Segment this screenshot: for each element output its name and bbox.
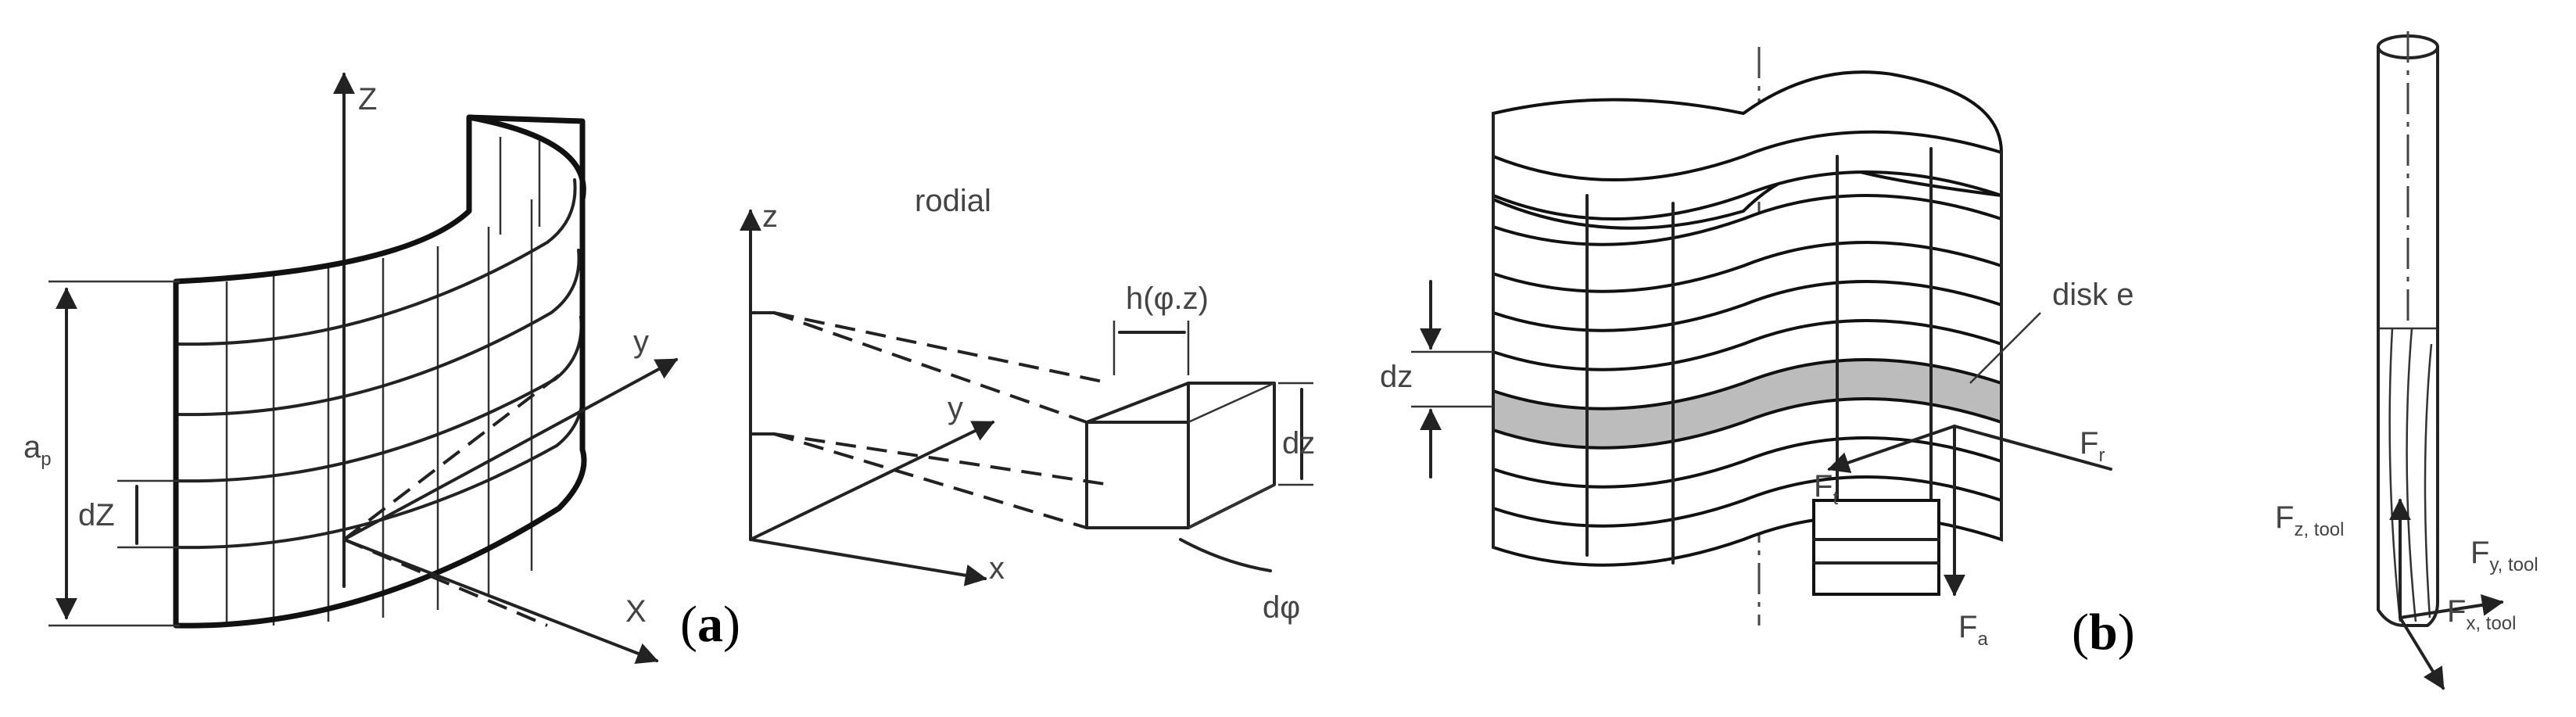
x-axis-label: X — [625, 594, 647, 629]
shell-grid-horizontal — [174, 178, 585, 550]
end-mill-tool: Fz, tool Fy, tool Fx, tool — [2275, 31, 2538, 690]
z-axis-label: Z — [358, 82, 377, 117]
force-a-label: Fa — [1958, 610, 1988, 650]
caption-b: (b) — [2072, 604, 2135, 661]
caption-a: (a) — [680, 596, 740, 653]
force-r-line — [1953, 425, 2112, 471]
disk-layers — [1492, 70, 2003, 567]
tool-fx-label: Fx, tool — [2447, 594, 2516, 634]
tool-fy-arrow — [2399, 593, 2504, 619]
y-axis — [342, 358, 679, 541]
shell-grid-vertical — [225, 199, 533, 626]
disk-stack: dz disk e Fr Ft Fa — [1380, 47, 2134, 650]
force-r-label: Fr — [2080, 426, 2105, 466]
h-label: h(φ.z) — [1126, 281, 1209, 316]
element-diagram: z x y rodial h(φ.z) dz — [740, 184, 1315, 625]
dphi-arc — [1179, 538, 1272, 572]
z-axis-element-label: z — [762, 199, 778, 234]
ap-label: ap — [23, 430, 52, 470]
disk-label: disk e — [2052, 278, 2134, 312]
dphi-label: dφ — [1263, 590, 1300, 625]
force-t-arrow — [1827, 425, 1956, 474]
tool-fy-label: Fy, tool — [2470, 536, 2538, 575]
x-axis — [342, 538, 659, 664]
force-t-label: Ft — [1814, 469, 1838, 509]
shell-diagram: Z y X — [23, 72, 679, 664]
y-axis-label: y — [633, 324, 649, 359]
dz-label-shell: dZ — [78, 498, 115, 532]
x-axis-element — [749, 538, 987, 586]
radial-label: rodial — [915, 184, 991, 218]
tool-flutes — [2377, 327, 2439, 627]
dz-label-element: dz — [1282, 426, 1315, 461]
disk-front-facets — [1492, 112, 2003, 565]
volume-element — [1085, 382, 1276, 529]
shell-inner-edge — [468, 114, 586, 200]
y-axis-element-label: y — [948, 391, 963, 425]
x-axis-element-label: x — [989, 551, 1005, 586]
shell-outline — [173, 114, 587, 629]
tool-fx-arrow — [2399, 616, 2445, 690]
dz-label-disk: dz — [1380, 360, 1413, 394]
tool-fz-label: Fz, tool — [2275, 500, 2344, 540]
y-axis-element — [749, 421, 995, 541]
